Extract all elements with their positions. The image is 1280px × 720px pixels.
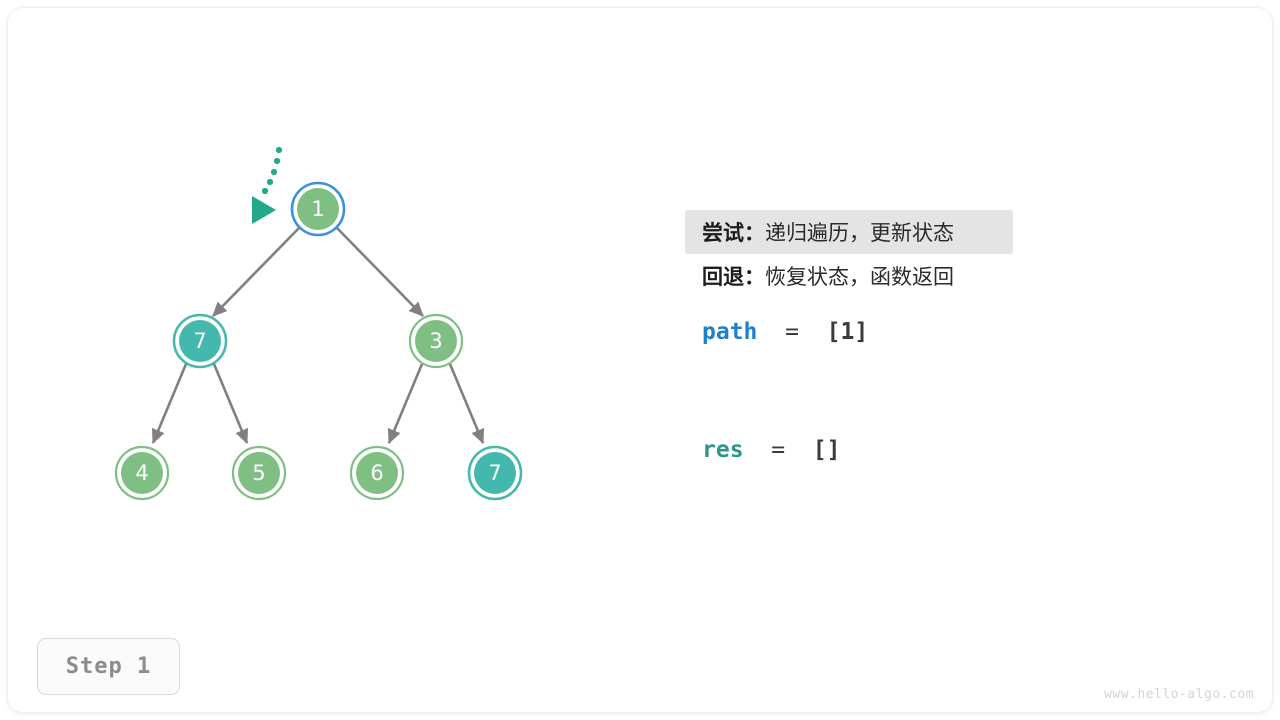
res-variable-name: res (702, 437, 744, 463)
watermark: www.hello-algo.com (1104, 687, 1254, 702)
tree-node-4[interactable]: 4 (114, 445, 170, 501)
res-state-row: res = [] (685, 428, 1205, 472)
try-label: 尝试： (702, 222, 765, 245)
recursion-pointer (252, 146, 283, 224)
tree-node-7-left[interactable]: 7 (172, 313, 228, 369)
tree-node-3-label: 3 (429, 329, 442, 353)
try-row: 尝试：递归遍历，更新状态 (685, 210, 1013, 254)
backtrack-text: 恢复状态，函数返回 (765, 266, 954, 289)
backtrack-row: 回退：恢复状态，函数返回 (685, 254, 1205, 298)
path-equals: = (757, 319, 827, 345)
step-badge: Step 1 (37, 638, 180, 695)
tree-node-1-label: 1 (311, 197, 324, 221)
edge-n2-n4 (151, 363, 188, 444)
tree-node-7-left-label: 7 (193, 329, 206, 353)
pointer-arrow-icon (252, 196, 276, 224)
edge-n2-n5 (212, 363, 249, 444)
tree-nodes: 1 7 3 4 5 (114, 181, 523, 501)
backtrack-label: 回退： (702, 266, 765, 289)
explanation-panel: 尝试：递归遍历，更新状态 回退：恢复状态，函数返回 path = [1] res… (685, 210, 1205, 472)
tree-node-1[interactable]: 1 (290, 181, 346, 237)
pointer-dotted-trail (261, 146, 283, 195)
edge-n3-n6 (387, 363, 424, 444)
path-state-row: path = [1] (685, 310, 1205, 354)
tree-node-5-label: 5 (252, 461, 265, 485)
tree-node-7-right[interactable]: 7 (467, 445, 523, 501)
res-value: [] (812, 437, 841, 463)
tree-node-6-label: 6 (370, 461, 383, 485)
path-variable-name: path (702, 319, 758, 345)
edge-n1-n2 (212, 227, 300, 317)
path-value: [1] (826, 319, 869, 345)
edge-n3-n7 (448, 363, 485, 444)
try-text: 递归遍历，更新状态 (765, 222, 954, 245)
tree-node-4-label: 4 (135, 461, 148, 485)
tree-node-3[interactable]: 3 (408, 313, 464, 369)
res-equals: = (743, 437, 813, 463)
tree-node-7-right-label: 7 (488, 461, 501, 485)
tree-node-5[interactable]: 5 (231, 445, 287, 501)
tree-node-6[interactable]: 6 (349, 445, 405, 501)
edge-n1-n3 (336, 227, 424, 317)
tree-edges (151, 227, 485, 444)
